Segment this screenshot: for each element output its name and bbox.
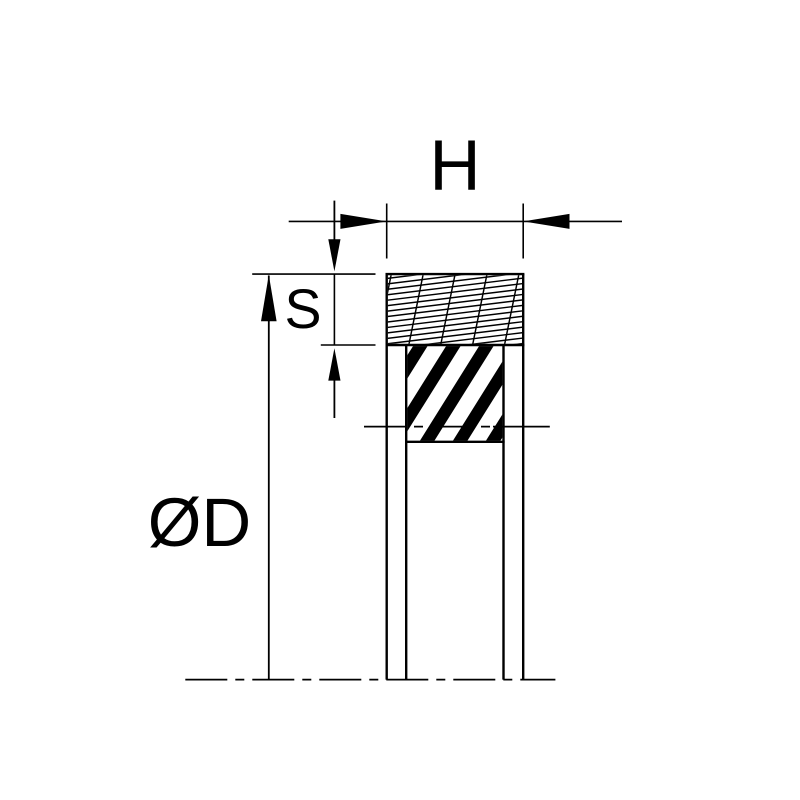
svg-text:H: H: [429, 127, 480, 206]
svg-text:S: S: [285, 278, 322, 340]
svg-text:ØD: ØD: [148, 484, 252, 561]
